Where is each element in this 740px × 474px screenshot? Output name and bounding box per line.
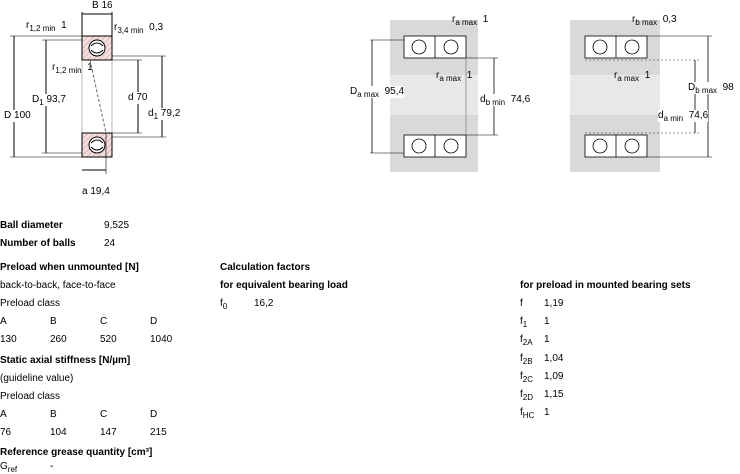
stiffness-class-a: A (0, 409, 7, 420)
class-b: B (50, 316, 57, 327)
mounted-factor-value: 1,09 (544, 371, 564, 382)
class-a: A (0, 316, 7, 327)
ra-top-label: ra max 1 (452, 14, 489, 27)
ra-label: ra max 1 (614, 70, 651, 83)
preload-class-label: Preload class (0, 298, 61, 309)
mounted-factor-label: f2A (520, 334, 533, 347)
stiffness-class-c: C (100, 409, 108, 420)
grease-symbol: Gref (0, 461, 18, 474)
Da-label: Da max 95,4 (350, 86, 405, 99)
mounted-factor-value: 1,19 (544, 298, 564, 309)
r12b-label: r1,2 min 1 (52, 62, 93, 75)
f0-value: 16,2 (254, 298, 274, 309)
mounting-drawing-2 (570, 20, 712, 172)
ball-diameter-label: Ball diameter (0, 220, 63, 231)
equiv-load-heading: for equivalent bearing load (220, 280, 348, 291)
grease-value: - (50, 461, 54, 472)
mounted-factor-label: f (520, 298, 523, 309)
mounted-factor-value: 1,04 (544, 353, 564, 364)
calc-heading: Calculation factors (220, 262, 311, 273)
d-label: d 70 (128, 92, 148, 104)
f0-label: f0 (220, 298, 228, 311)
preload-value-d: 1040 (150, 334, 173, 345)
a-label: a 19,4 (82, 186, 110, 197)
mounted-factor-label: f2B (520, 353, 533, 366)
ball-diameter-value: 9,525 (104, 220, 130, 231)
preload-value-a: 130 (0, 334, 17, 345)
number-of-balls-label: Number of balls (0, 238, 76, 249)
stiffness-class-b: B (50, 409, 57, 420)
stiffness-class-label: Preload class (0, 391, 61, 402)
rb-label: rb max 0,3 (632, 14, 677, 27)
preload-value-b: 260 (50, 334, 67, 345)
preload-arrangement: back-to-back, face-to-face (0, 280, 116, 291)
r12-label: r1,2 min 1 (26, 20, 67, 33)
stiffness-note: (guideline value) (0, 373, 74, 384)
grease-heading: Reference grease quantity [cm³] (0, 447, 153, 458)
mounted-factor-label: fHC (520, 407, 535, 420)
preload-heading: Preload when unmounted [N] (0, 262, 139, 273)
preload-value-c: 520 (100, 334, 117, 345)
class-c: C (100, 316, 108, 327)
bearing-section-drawing (10, 12, 166, 174)
stiffness-value-c: 147 (100, 427, 117, 438)
mounted-factor-value: 1,15 (544, 389, 564, 400)
stiffness-class-d: D (150, 409, 158, 420)
db-label: db min 74,6 (480, 94, 531, 107)
mounted-factor-value: 1 (544, 407, 550, 418)
number-of-balls-value: 24 (104, 238, 116, 249)
mounted-factor-value: 1 (544, 334, 550, 345)
mounted-factor-label: f2C (520, 371, 534, 384)
mounted-factor-label: f2D (520, 389, 534, 402)
Db-label: Db max 98 (688, 82, 734, 95)
ra-mid-label: ra max 1 (436, 70, 473, 83)
B-label: B 16 (92, 0, 113, 11)
stiffness-value-b: 104 (50, 427, 67, 438)
r34-label: r3,4 min 0,3 (114, 22, 164, 35)
D-label: D 100 (4, 110, 31, 122)
D1-label: D1 93,7 (32, 94, 66, 107)
class-d: D (150, 316, 158, 327)
stiffness-heading: Static axial stiffness [N/µm] (0, 355, 131, 366)
da-label: da min 74,6 (658, 110, 709, 123)
bearing-drawings (10, 12, 712, 174)
d1-label: d1 79,2 (148, 108, 181, 121)
stiffness-value-a: 76 (0, 427, 12, 438)
mounted-heading: for preload in mounted bearing sets (520, 280, 691, 291)
mounting-drawing-1 (370, 20, 498, 172)
stiffness-value-d: 215 (150, 427, 167, 438)
mounted-factor-label: f1 (520, 316, 528, 329)
mounted-factor-value: 1 (544, 316, 550, 327)
